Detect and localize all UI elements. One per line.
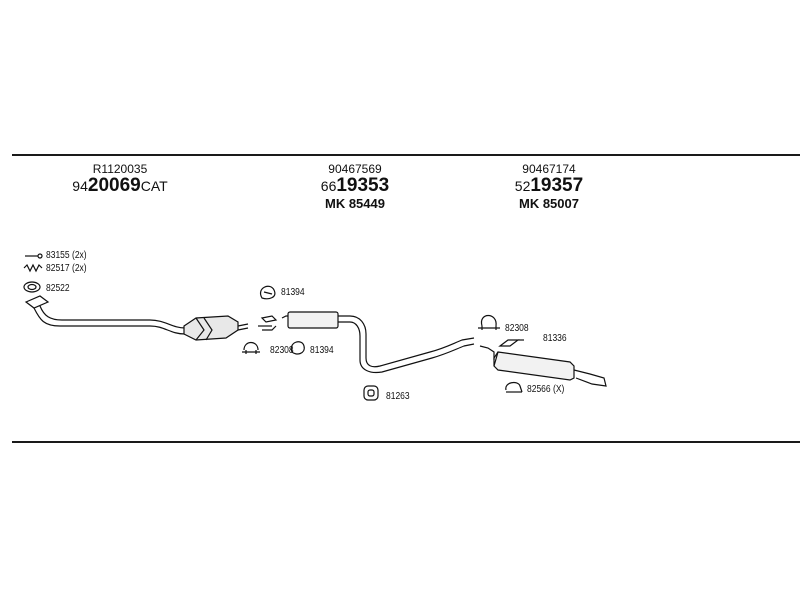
header-rear-silencer: 90467174 5219357 MK 85007 xyxy=(494,162,604,212)
gasket-icon xyxy=(23,281,41,293)
front-pipe xyxy=(24,295,186,335)
bottom-divider xyxy=(12,441,800,443)
fitting-icon xyxy=(498,339,524,347)
part-label-81394-lower: 81394 xyxy=(310,345,334,356)
u-clamp-icon xyxy=(478,314,500,330)
header-middle-silencer: 90467569 6619353 MK 85449 xyxy=(300,162,410,212)
ref-number: R1120035 xyxy=(92,162,148,176)
part-label-82308-right: 82308 xyxy=(505,323,529,334)
part-number: 6619353 xyxy=(320,175,390,196)
mk-number: MK 85449 xyxy=(325,196,385,211)
header-catalytic-converter: R1120035 9420069CAT xyxy=(60,162,180,196)
part-label-82566: 82566 (X) xyxy=(527,384,565,395)
part-label-81394-upper: 81394 xyxy=(281,287,305,298)
bolt-icon xyxy=(25,253,43,259)
rear-silencer xyxy=(479,345,607,387)
spring-icon xyxy=(23,263,43,273)
rubber-ring-icon xyxy=(505,381,523,393)
part-label-81263: 81263 xyxy=(386,391,410,402)
part-number: 9420069CAT xyxy=(72,175,168,196)
ref-number: 90467569 xyxy=(328,162,382,176)
clamp-icon xyxy=(260,285,276,300)
middle-silencer xyxy=(281,311,475,374)
mk-number: MK 85007 xyxy=(519,196,579,211)
part-label-81336: 81336 xyxy=(543,333,567,344)
part-label-82308-left: 82308 xyxy=(270,345,294,356)
flange-joint xyxy=(258,315,278,331)
rubber-hanger-icon xyxy=(363,385,379,401)
ref-number: 90467174 xyxy=(522,162,576,176)
top-divider xyxy=(12,154,800,156)
catalytic-converter xyxy=(183,315,249,341)
part-label-82517: 82517 (2x) xyxy=(46,263,87,274)
part-label-83155: 83155 (2x) xyxy=(46,250,87,261)
clamp-icon xyxy=(290,341,305,355)
u-clamp-icon xyxy=(242,341,260,354)
part-label-82522: 82522 xyxy=(46,283,70,294)
part-number: 5219357 xyxy=(514,175,584,196)
